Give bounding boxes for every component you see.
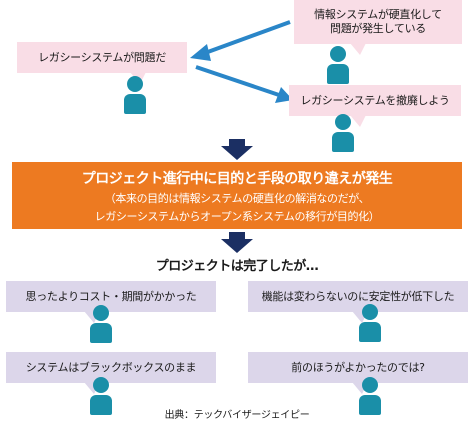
person-icon [332, 114, 354, 152]
outcome-bubble-top-left: 思ったよりコスト・期間がかかった [6, 281, 216, 312]
outcome-text: 思ったよりコスト・期間がかかった [25, 289, 197, 303]
outcome-text: システムはブラックボックスのまま [25, 360, 197, 374]
person-icon [90, 305, 112, 343]
highlight-box: プロジェクト進行中に目的と手段の取り違えが発生 （本来の目的は情報システムの硬直… [12, 162, 462, 229]
outcome-bubble-top-right: 機能は変わらないのに安定性が低下した [248, 281, 468, 312]
right-pointing-arrow [195, 65, 293, 103]
highlight-line1: （本来の目的は情報システムの硬直化の解消なのだが、 [104, 192, 370, 205]
left-pointing-arrow [190, 20, 291, 61]
person-icon [90, 377, 112, 415]
solution-bubble-right-text: レガシーシステムを撤廃しよう [300, 93, 450, 107]
down-arrow-1 [221, 139, 253, 160]
highlight-line2: レガシーシステムからオープン系システムの移行が目的化） [94, 210, 380, 223]
highlight-title: プロジェクト進行中に目的と手段の取り違えが発生 [81, 171, 393, 187]
outcome-text: 機能は変わらないのに安定性が低下した [261, 289, 455, 303]
problem-bubble-right-top-line2: 問題が発生している [330, 22, 426, 35]
outcome-text: 前のほうがよかったのでは? [291, 360, 425, 374]
person-icon [327, 46, 349, 84]
problem-bubble-left: レガシーシステムが問題だ [17, 42, 187, 73]
problem-bubble-left-text: レガシーシステムが問題だ [38, 50, 166, 64]
solution-bubble-right: レガシーシステムを撤廃しよう [289, 85, 461, 116]
outcome-bubble-bottom-left: システムはブラックボックスのまま [6, 352, 216, 383]
bubble-tail [350, 115, 366, 127]
source-caption: 出典：テックバイザージェイピー [164, 410, 310, 421]
outcome-bubble-bottom-right: 前のほうがよかったのでは? [248, 352, 468, 383]
person-icon [124, 76, 146, 114]
person-icon [359, 304, 381, 342]
down-arrow-2 [221, 232, 253, 253]
problem-bubble-right-top: 情報システムが硬直化して 問題が発生している [294, 0, 462, 44]
problem-bubble-right-top-line1: 情報システムが硬直化して [314, 8, 442, 21]
bubble-tail [350, 43, 366, 55]
project-completed-text: プロジェクトは完了したが… [155, 259, 319, 274]
person-icon [359, 377, 381, 415]
